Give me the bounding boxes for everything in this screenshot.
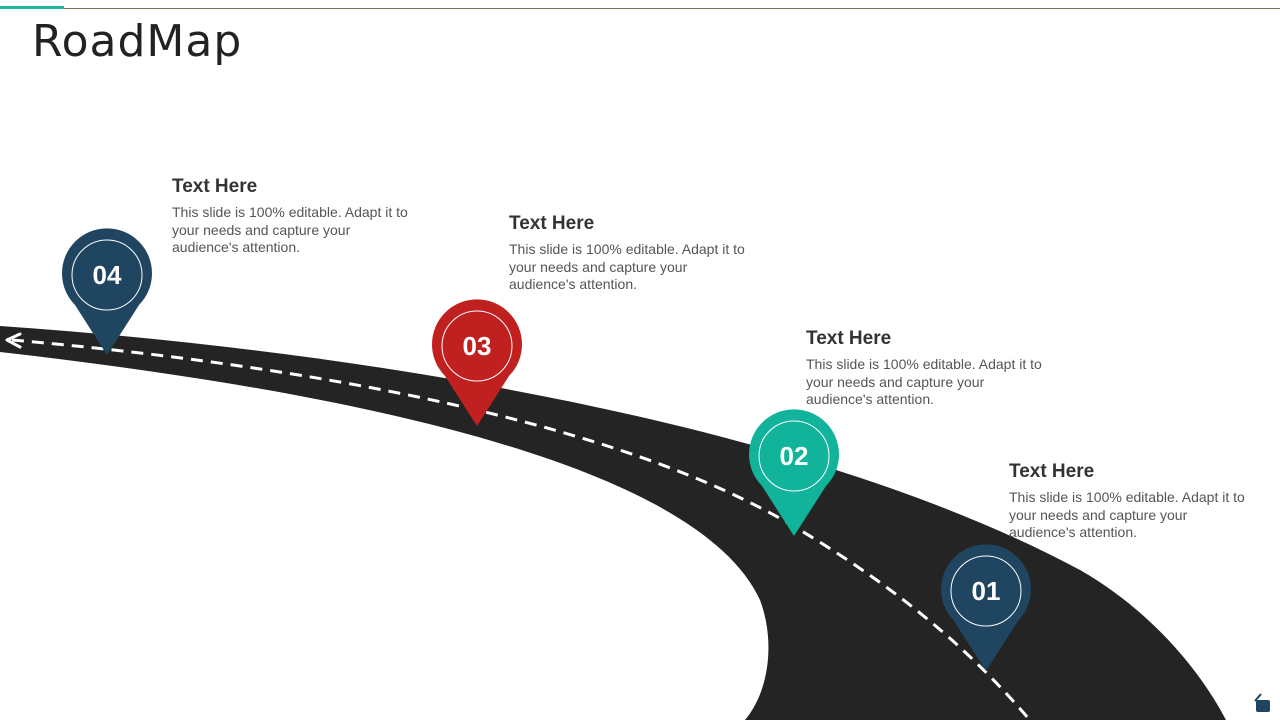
road — [0, 326, 1226, 720]
pin-01: 01 — [941, 544, 1031, 671]
milestone-body: This slide is 100% editable. Adapt it to… — [509, 241, 745, 292]
milestone-heading: Text Here — [509, 213, 595, 234]
milestone-heading: Text Here — [172, 176, 258, 197]
arrow-left-icon — [5, 332, 22, 349]
milestone-04-text: Text Here This slide is 100% editable. A… — [172, 176, 412, 257]
milestone-heading: Text Here — [1009, 461, 1095, 482]
milestone-body: This slide is 100% editable. Adapt it to… — [1009, 489, 1245, 540]
pin-03: 03 — [432, 299, 522, 426]
top-rule — [0, 8, 1280, 9]
pin-number-03: 03 — [463, 331, 492, 361]
top-accent-bar — [0, 6, 64, 9]
pin-number-02: 02 — [780, 441, 809, 471]
slide-title: RoadMap — [32, 16, 243, 67]
map-pin-icon — [941, 544, 1031, 671]
pin-number-04: 04 — [93, 260, 122, 290]
milestone-02-text: Text Here This slide is 100% editable. A… — [806, 328, 1046, 409]
milestone-heading: Text Here — [806, 328, 892, 349]
pin-number-01: 01 — [972, 576, 1001, 606]
milestone-03-text: Text Here This slide is 100% editable. A… — [509, 213, 749, 294]
map-pin-icon — [749, 409, 839, 536]
milestone-01-text: Text Here This slide is 100% editable. A… — [1009, 461, 1249, 542]
road-center-line — [11, 338, 1030, 719]
edit-icon[interactable] — [1252, 692, 1274, 714]
map-pin-icon — [62, 228, 153, 355]
milestone-body: This slide is 100% editable. Adapt it to… — [172, 204, 408, 255]
map-pin-icon — [432, 299, 522, 426]
pin-02: 02 — [749, 409, 839, 536]
pin-04: 04 — [62, 228, 153, 355]
milestone-body: This slide is 100% editable. Adapt it to… — [806, 356, 1042, 407]
